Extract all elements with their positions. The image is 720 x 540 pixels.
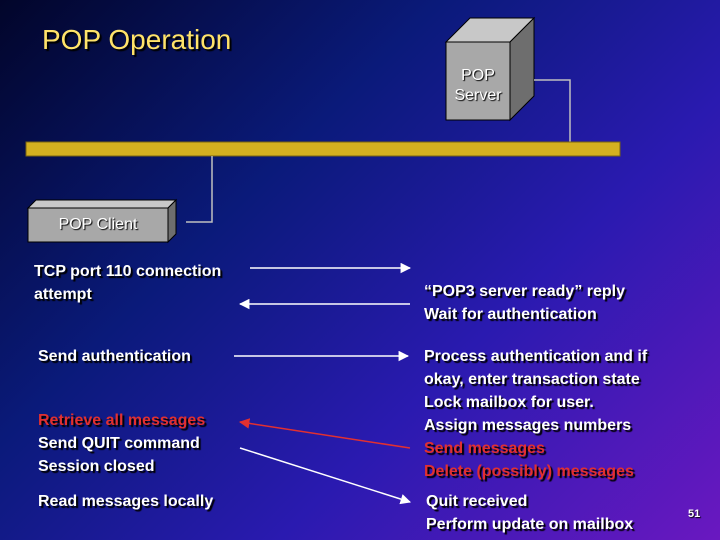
server-box xyxy=(444,16,536,122)
arrow-quit xyxy=(239,447,412,505)
retrieve-block: Retrieve all messages Send QUIT command … xyxy=(38,412,206,475)
slide-title: POP Operation xyxy=(42,24,232,55)
client-box xyxy=(26,198,178,244)
server-connector xyxy=(534,79,571,146)
auth-text: Send authentication xyxy=(38,348,191,365)
network-bus xyxy=(25,141,621,157)
read-text: Read messages locally xyxy=(38,493,214,510)
arrow-send-messages xyxy=(238,418,411,449)
ready-block: “POP3 server ready” reply Wait for authe… xyxy=(424,283,626,323)
process-block: Process authentication and if okay, ente… xyxy=(424,348,648,480)
server-label: POP Server xyxy=(454,67,502,104)
client-connector xyxy=(186,156,213,223)
page-number: 51 xyxy=(688,508,701,520)
client-label: POP Client xyxy=(58,216,138,233)
quit-block: Quit received Perform update on mailbox xyxy=(426,493,634,533)
connect-text: TCP port 110 connection attempt xyxy=(34,263,222,303)
